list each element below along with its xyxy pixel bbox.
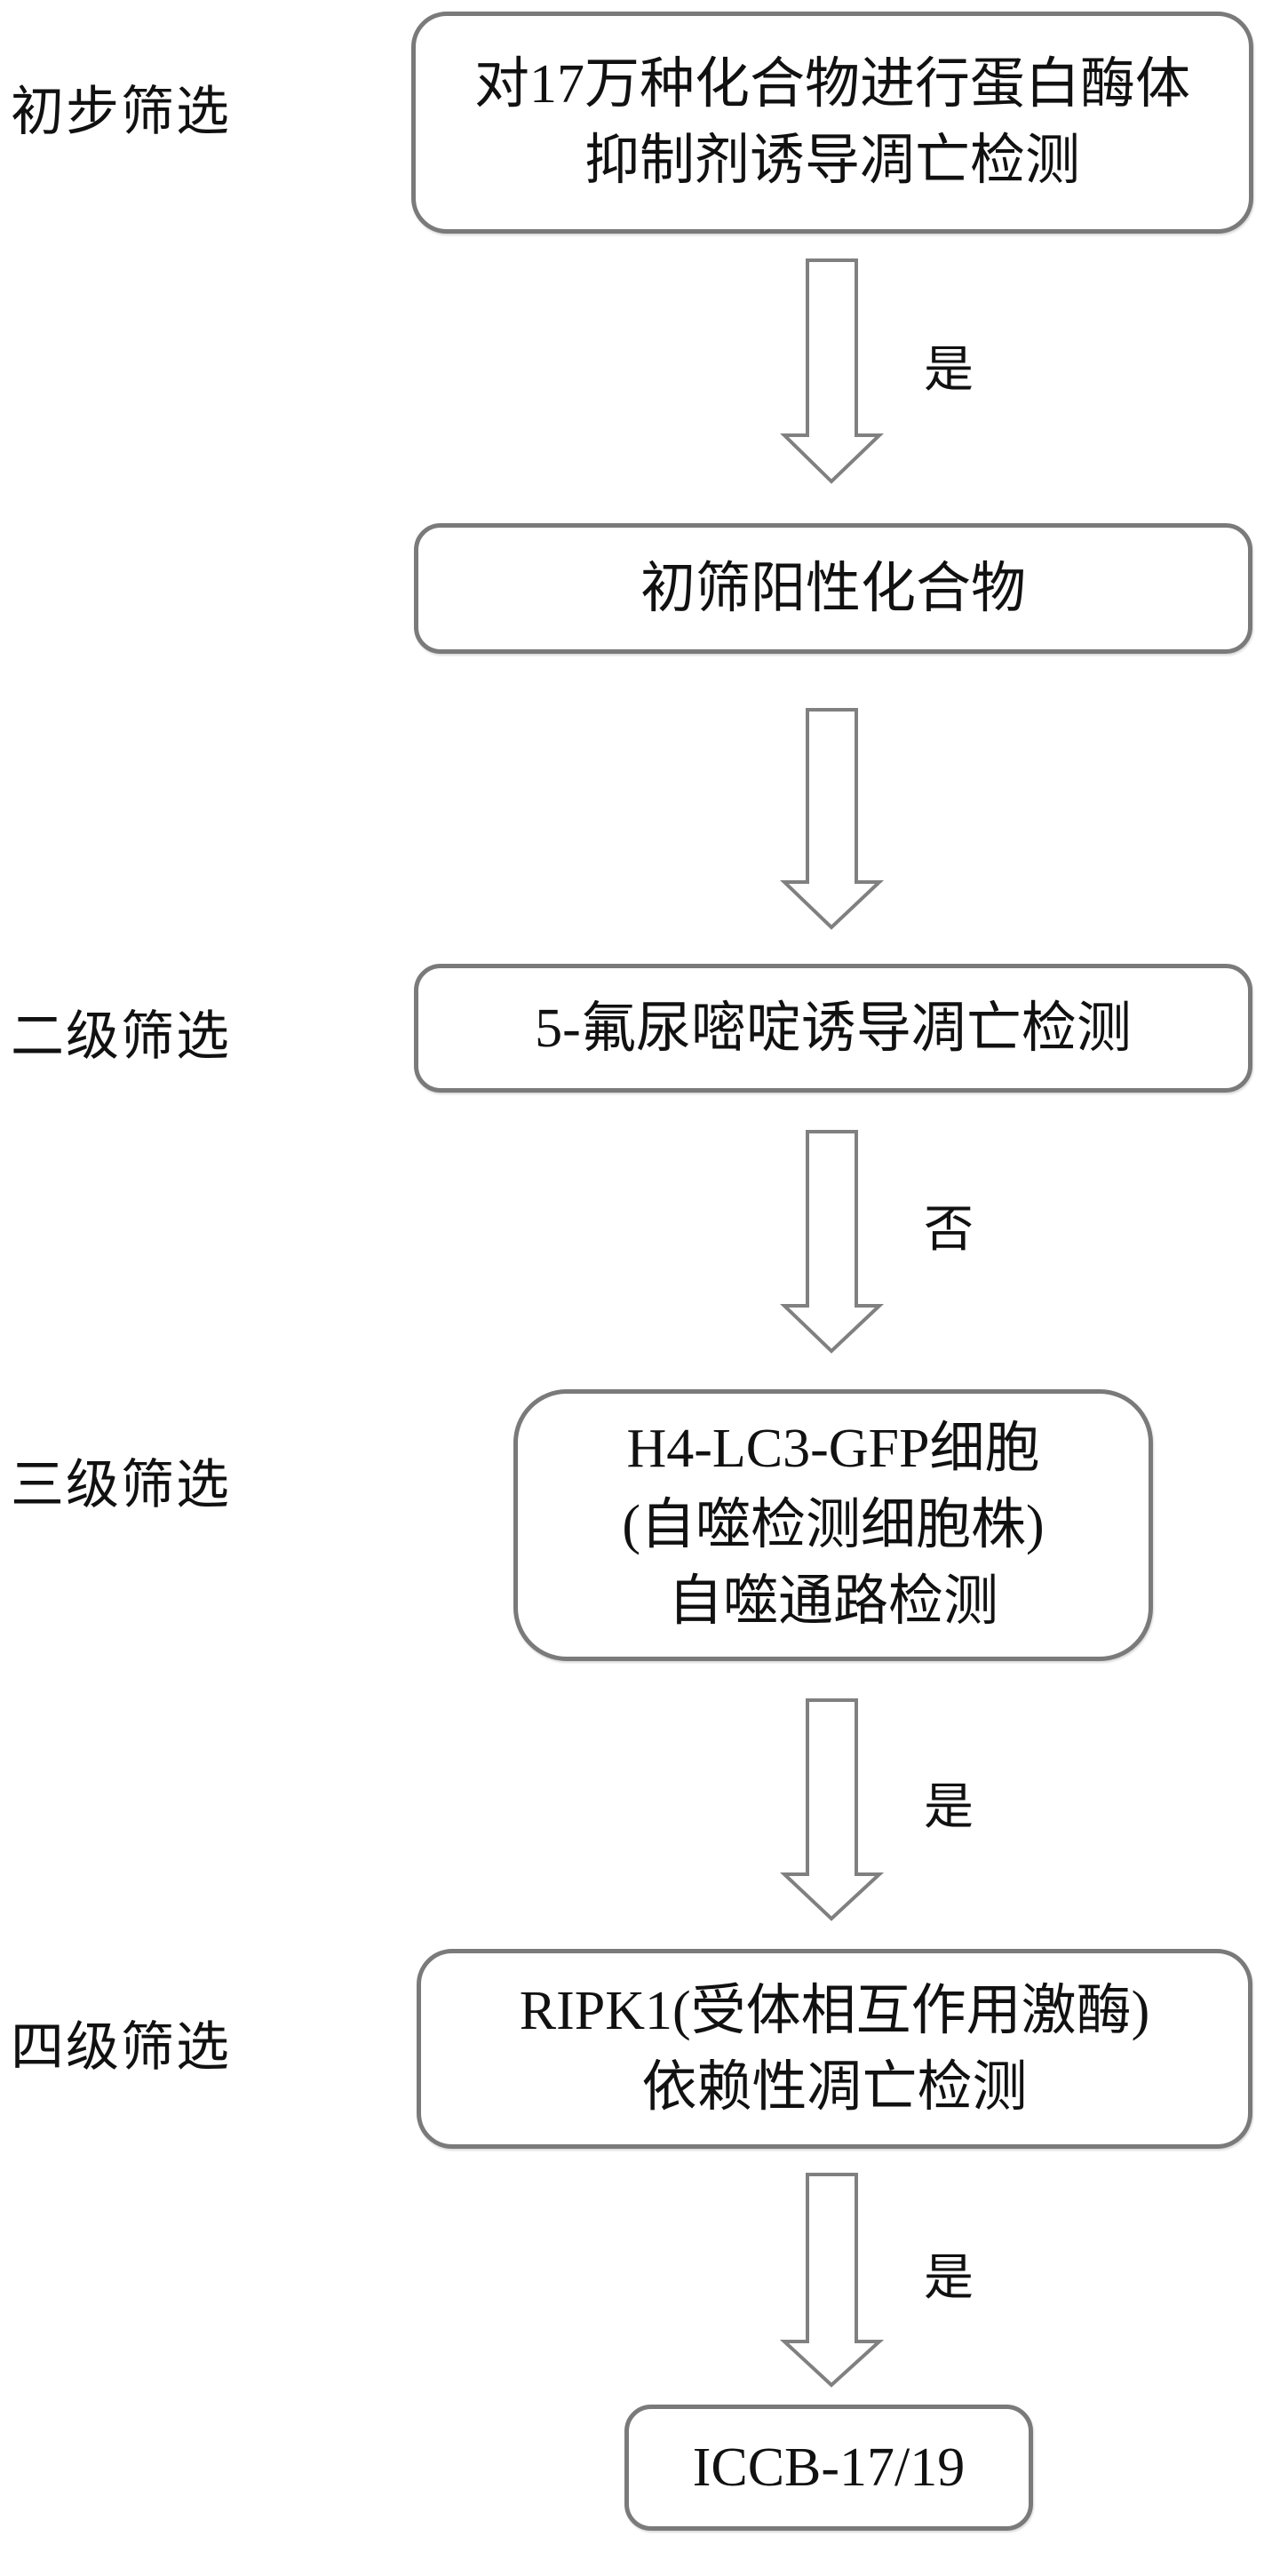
stage-label-secondary: 二级筛选 <box>11 1007 231 1066</box>
flow-box-text: RIPK1(受体相互作用激酶) 依赖性凋亡检测 <box>519 1980 1150 2118</box>
arrow-label-yes: 是 <box>924 343 974 398</box>
flow-box-result-iccb: ICCB-17/19 <box>624 2405 1033 2531</box>
flow-box-text: 5-氟尿嘧啶诱导凋亡检测 <box>535 998 1132 1059</box>
flow-box-text: 对17万种化合物进行蛋白酶体 抑制剂诱导凋亡检测 <box>473 54 1190 191</box>
arrow-label-yes: 是 <box>924 1780 974 1835</box>
stage-label-quaternary: 四级筛选 <box>11 2018 231 2077</box>
flow-box-proteasome-screen: 对17万种化合物进行蛋白酶体 抑制剂诱导凋亡检测 <box>411 12 1253 234</box>
flow-box-text: H4-LC3-GFP细胞 (自噬检测细胞株) 自噬通路检测 <box>622 1419 1045 1632</box>
down-arrow-icon <box>779 1698 885 1921</box>
flow-box-autophagy-assay: H4-LC3-GFP细胞 (自噬检测细胞株) 自噬通路检测 <box>513 1389 1153 1661</box>
stage-label-initial: 初步筛选 <box>11 83 231 141</box>
down-arrow-icon <box>780 258 884 484</box>
down-arrow-icon <box>780 1130 885 1354</box>
flow-box-text: ICCB-17/19 <box>692 2437 966 2498</box>
stage-label-tertiary: 三级筛选 <box>11 1456 231 1515</box>
flow-box-text: 初筛阳性化合物 <box>640 558 1026 619</box>
arrow-label-no: 否 <box>924 1203 974 1258</box>
flow-box-positive-compounds: 初筛阳性化合物 <box>414 523 1252 654</box>
arrow-label-yes: 是 <box>924 2251 974 2306</box>
down-arrow-icon <box>779 2173 885 2388</box>
down-arrow-icon <box>780 708 885 930</box>
flow-box-ripk1-apoptosis: RIPK1(受体相互作用激酶) 依赖性凋亡检测 <box>417 1949 1252 2149</box>
flow-box-5fu-apoptosis: 5-氟尿嘧啶诱导凋亡检测 <box>414 964 1252 1093</box>
